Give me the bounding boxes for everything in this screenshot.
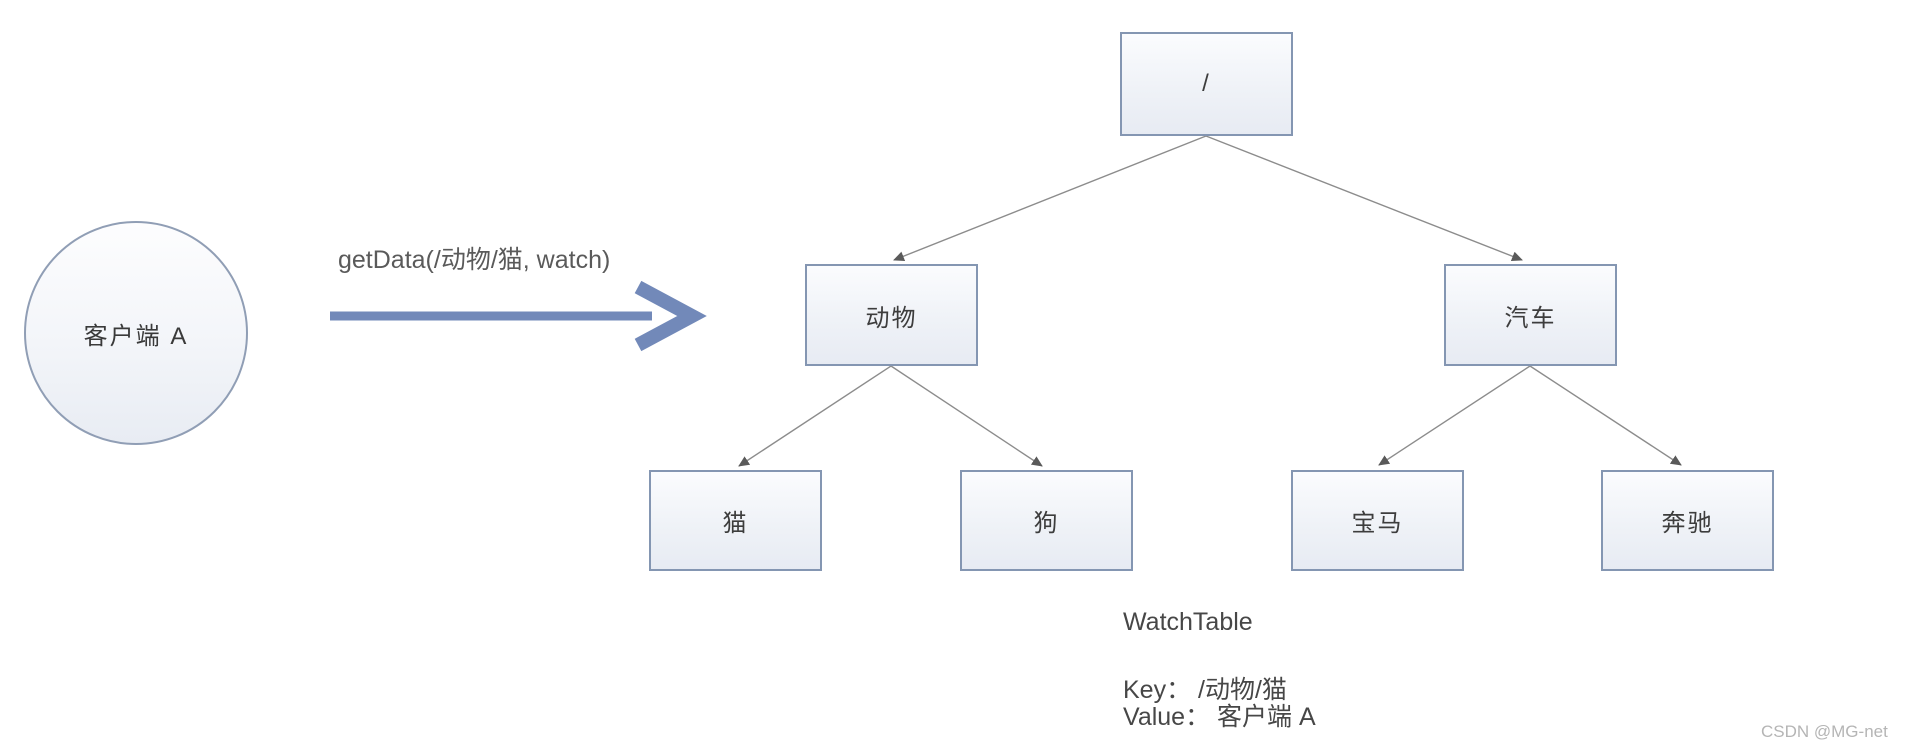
watchtable-value-line: Value： 客户端 A [1123, 703, 1316, 731]
tree-node-benz: 奔驰 [1601, 470, 1774, 571]
tree-node-dog-label: 狗 [1033, 510, 1060, 537]
tree-node-bmw: 宝马 [1291, 470, 1464, 571]
edge-animal-to-dog [890, 365, 1043, 467]
tree-node-animal: 动物 [805, 264, 978, 366]
edge-animal-to-cat [738, 365, 892, 467]
edge-root-to-car [1205, 135, 1523, 262]
edge-root-to-animal [893, 135, 1207, 261]
tree-node-cat-label: 猫 [722, 510, 749, 537]
request-arrow-icon [330, 280, 707, 352]
tree-node-benz-label: 奔驰 [1661, 510, 1714, 537]
watchtable-title: WatchTable [1123, 608, 1253, 636]
watermark: CSDN @MG-net [1761, 722, 1888, 741]
tree-node-root: / [1120, 32, 1293, 136]
watchtable-key-line: Key： /动物/猫 [1123, 676, 1287, 704]
tree-node-dog: 狗 [960, 470, 1133, 571]
tree-node-car: 汽车 [1444, 264, 1617, 366]
tree-node-car-label: 汽车 [1504, 304, 1557, 332]
client-node: 客户端 A [24, 221, 248, 445]
request-label: getData(/动物/猫, watch) [338, 246, 611, 274]
edge-car-to-benz [1529, 365, 1682, 466]
tree-node-root-label: / [1202, 70, 1211, 97]
client-label: 客户端 A [83, 322, 189, 350]
tree-node-animal-label: 动物 [865, 304, 918, 332]
tree-node-cat: 猫 [649, 470, 822, 571]
tree-node-bmw-label: 宝马 [1351, 510, 1404, 537]
edge-car-to-bmw [1378, 365, 1531, 466]
